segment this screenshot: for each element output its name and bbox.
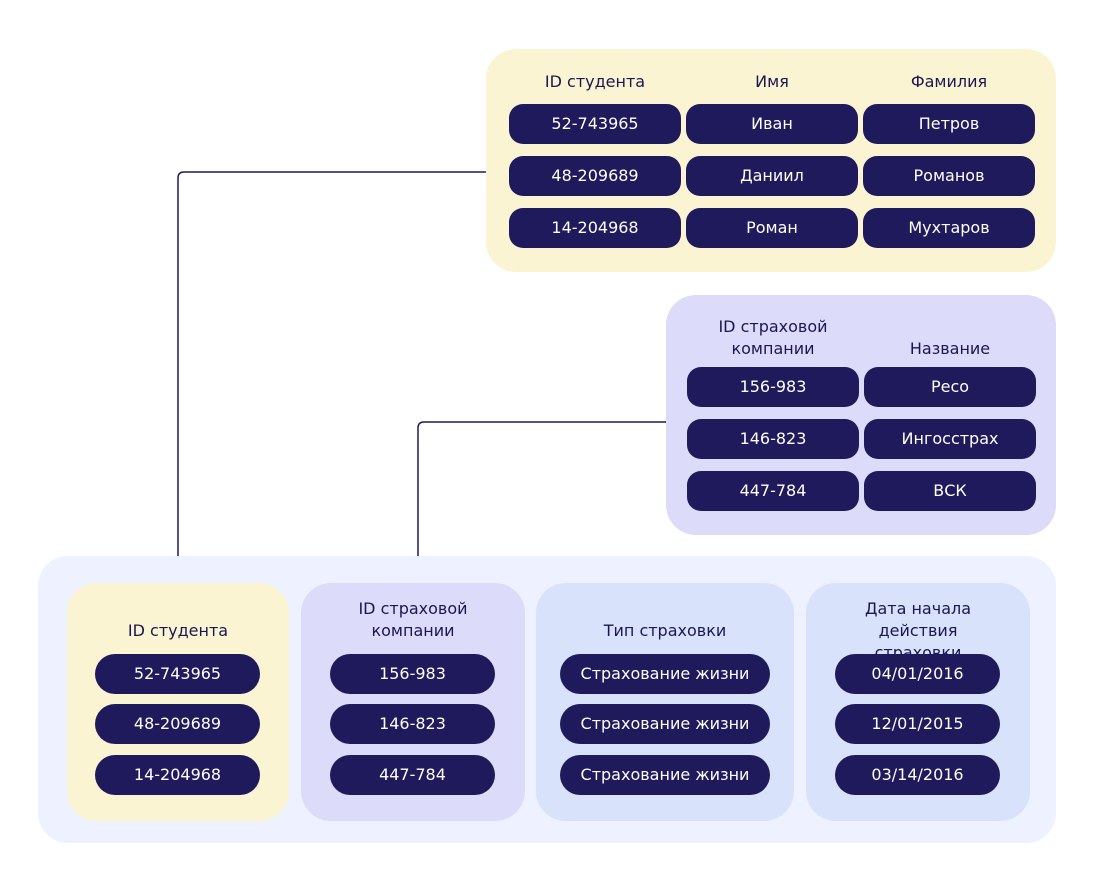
students-cell: Петров	[863, 104, 1035, 144]
policies-cell: 03/14/2016	[835, 755, 1000, 795]
students-cell: Романов	[863, 156, 1035, 196]
insurers-header-name: Название	[909, 339, 991, 358]
policies-cell: Страхование жизни	[560, 755, 770, 795]
policies-cell: 447-784	[330, 755, 495, 795]
policies-column-start-date: Дата начала действия страховки 04/01/201…	[806, 583, 1030, 821]
policies-column-student-id: ID студента 52-743965 48-209689 14-20496…	[67, 583, 289, 821]
students-cell: 14-204968	[509, 208, 681, 248]
policies-cell: Страхование жизни	[560, 704, 770, 744]
students-cell: 48-209689	[509, 156, 681, 196]
policies-cell: 12/01/2015	[835, 704, 1000, 744]
students-cell: Мухтаров	[863, 208, 1035, 248]
insurers-cell: ВСК	[864, 471, 1036, 511]
insurers-cell: Ресо	[864, 367, 1036, 407]
policies-column-insurance-type: Тип страховки Страхование жизни Страхова…	[536, 583, 794, 821]
policies-header: ID страховой компании	[358, 599, 468, 640]
insurers-table: ID страховой компании Название 156-983 Р…	[666, 295, 1056, 535]
students-cell: Даниил	[686, 156, 858, 196]
students-cell: 52-743965	[509, 104, 681, 144]
insurers-cell: Ингосстрах	[864, 419, 1036, 459]
insurers-cell: 146-823	[687, 419, 859, 459]
policies-cell: 48-209689	[95, 704, 260, 744]
insurers-cell: 156-983	[687, 367, 859, 407]
policies-cell: 14-204968	[95, 755, 260, 795]
student-id-connector	[177, 171, 486, 580]
policies-header: ID студента	[127, 621, 229, 640]
students-cell: Роман	[686, 208, 858, 248]
students-table: ID студента Имя Фамилия 52-743965 Иван П…	[486, 49, 1056, 272]
insurer-id-connector	[417, 421, 666, 580]
students-cell: Иван	[686, 104, 858, 144]
policies-cell: 52-743965	[95, 654, 260, 694]
policies-cell: 04/01/2016	[835, 654, 1000, 694]
policies-cell: Страхование жизни	[560, 654, 770, 694]
students-header-surname: Фамилия	[910, 72, 988, 91]
students-header-id: ID студента	[544, 72, 646, 91]
insurers-header-id: ID страховой компании	[718, 317, 828, 358]
policies-header: Тип страховки	[603, 621, 727, 640]
policies-table: ID студента 52-743965 48-209689 14-20496…	[38, 556, 1056, 843]
policies-cell: 156-983	[330, 654, 495, 694]
policies-column-insurer-id: ID страховой компании 156-983 146-823 44…	[301, 583, 525, 821]
students-header-name: Имя	[755, 72, 789, 91]
policies-cell: 146-823	[330, 704, 495, 744]
insurers-cell: 447-784	[687, 471, 859, 511]
